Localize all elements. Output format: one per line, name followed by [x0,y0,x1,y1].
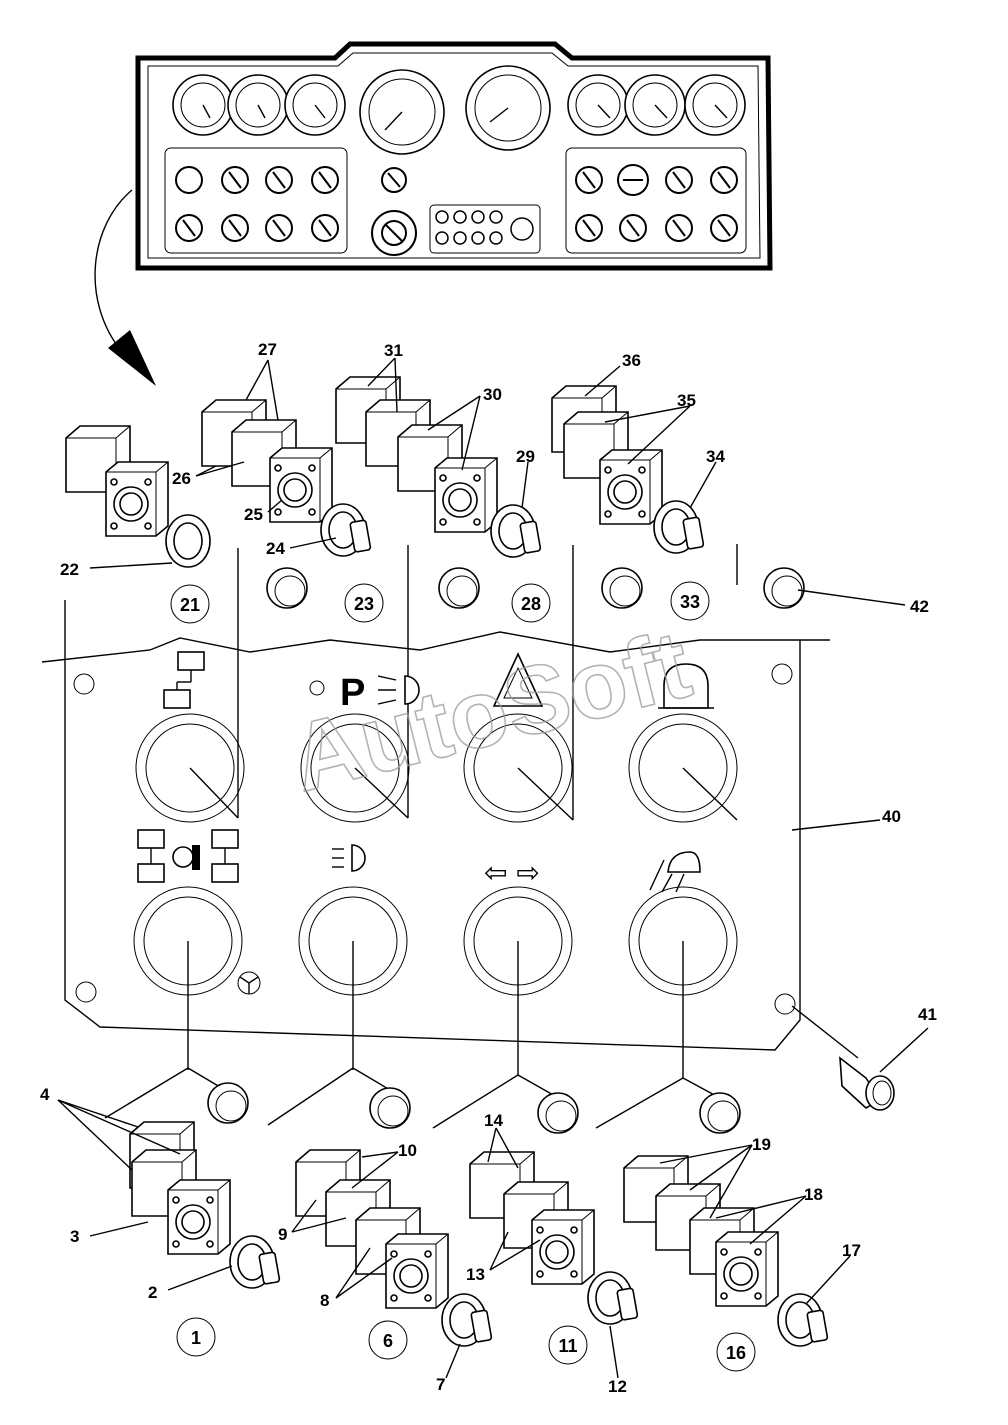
callout-7: 7 [436,1375,445,1394]
callout-11: 11 [558,1336,577,1356]
upper-exploded-parts [65,376,805,609]
rotary-switch-icon [175,166,417,256]
panel-opening-row-bottom [133,886,738,996]
beacon-icon [658,663,714,709]
lower-exploded-parts [104,1067,829,1347]
callout-25: 25 [244,505,263,524]
parking-light-letter: P [340,672,365,714]
callout-23: 23 [354,594,374,614]
callout-10: 10 [398,1141,417,1160]
callout-17: 17 [842,1241,861,1260]
steering-wheel-icon [237,971,261,995]
callout-16: 16 [726,1343,746,1363]
work-light-icon [649,851,701,893]
headlight-icon [332,844,366,872]
callout-24: 24 [266,539,285,558]
leader-lines [57,357,929,1379]
callout-4: 4 [40,1085,50,1104]
detail-arrow [94,189,156,386]
callout-30: 30 [483,385,502,404]
turn-signal-icon: ⇦ ⇨ [484,856,540,889]
callout-2: 2 [148,1283,157,1302]
callout-13: 13 [466,1265,485,1284]
gauge-icon [172,65,746,155]
callout-1: 1 [191,1328,201,1348]
hydraulic-circuit-icon [163,651,205,709]
callout-9: 9 [278,1225,287,1244]
callout-14: 14 [484,1111,503,1130]
callout-6: 6 [383,1331,393,1351]
callout-19: 19 [752,1135,771,1154]
callout-26: 26 [172,469,191,488]
callout-34: 34 [706,447,725,466]
watermark: AutoSoft [281,611,700,813]
circled-callouts: 21 23 28 33 1 6 11 16 [170,581,756,1372]
callout-42: 42 [910,597,929,616]
callout-31: 31 [384,341,403,360]
callout-22: 22 [60,560,79,579]
callout-3: 3 [70,1227,79,1246]
steering-mode-icon [137,829,239,883]
indicator-lamp-icon [435,210,534,245]
callout-18: 18 [804,1185,823,1204]
callout-29: 29 [516,447,535,466]
callout-labels: 22 27 26 25 24 31 30 29 36 35 34 42 40 4… [40,340,937,1396]
parking-light-icon: P [309,672,420,714]
callout-28: 28 [521,594,541,614]
callout-41: 41 [918,1005,937,1024]
rotary-switch-icon [575,164,738,242]
turn-signal-arrows: ⇦ ⇨ [484,856,540,889]
callout-8: 8 [320,1291,329,1310]
callout-40: 40 [882,807,901,826]
callout-36: 36 [622,351,641,370]
screw-icon [791,1005,895,1111]
callout-35: 35 [677,391,696,410]
hazard-warning-icon [492,652,544,707]
callout-33: 33 [680,592,700,612]
callout-12: 12 [608,1377,627,1396]
callout-21: 21 [180,595,200,615]
dashboard-overview [135,41,773,271]
callout-27: 27 [258,340,277,359]
